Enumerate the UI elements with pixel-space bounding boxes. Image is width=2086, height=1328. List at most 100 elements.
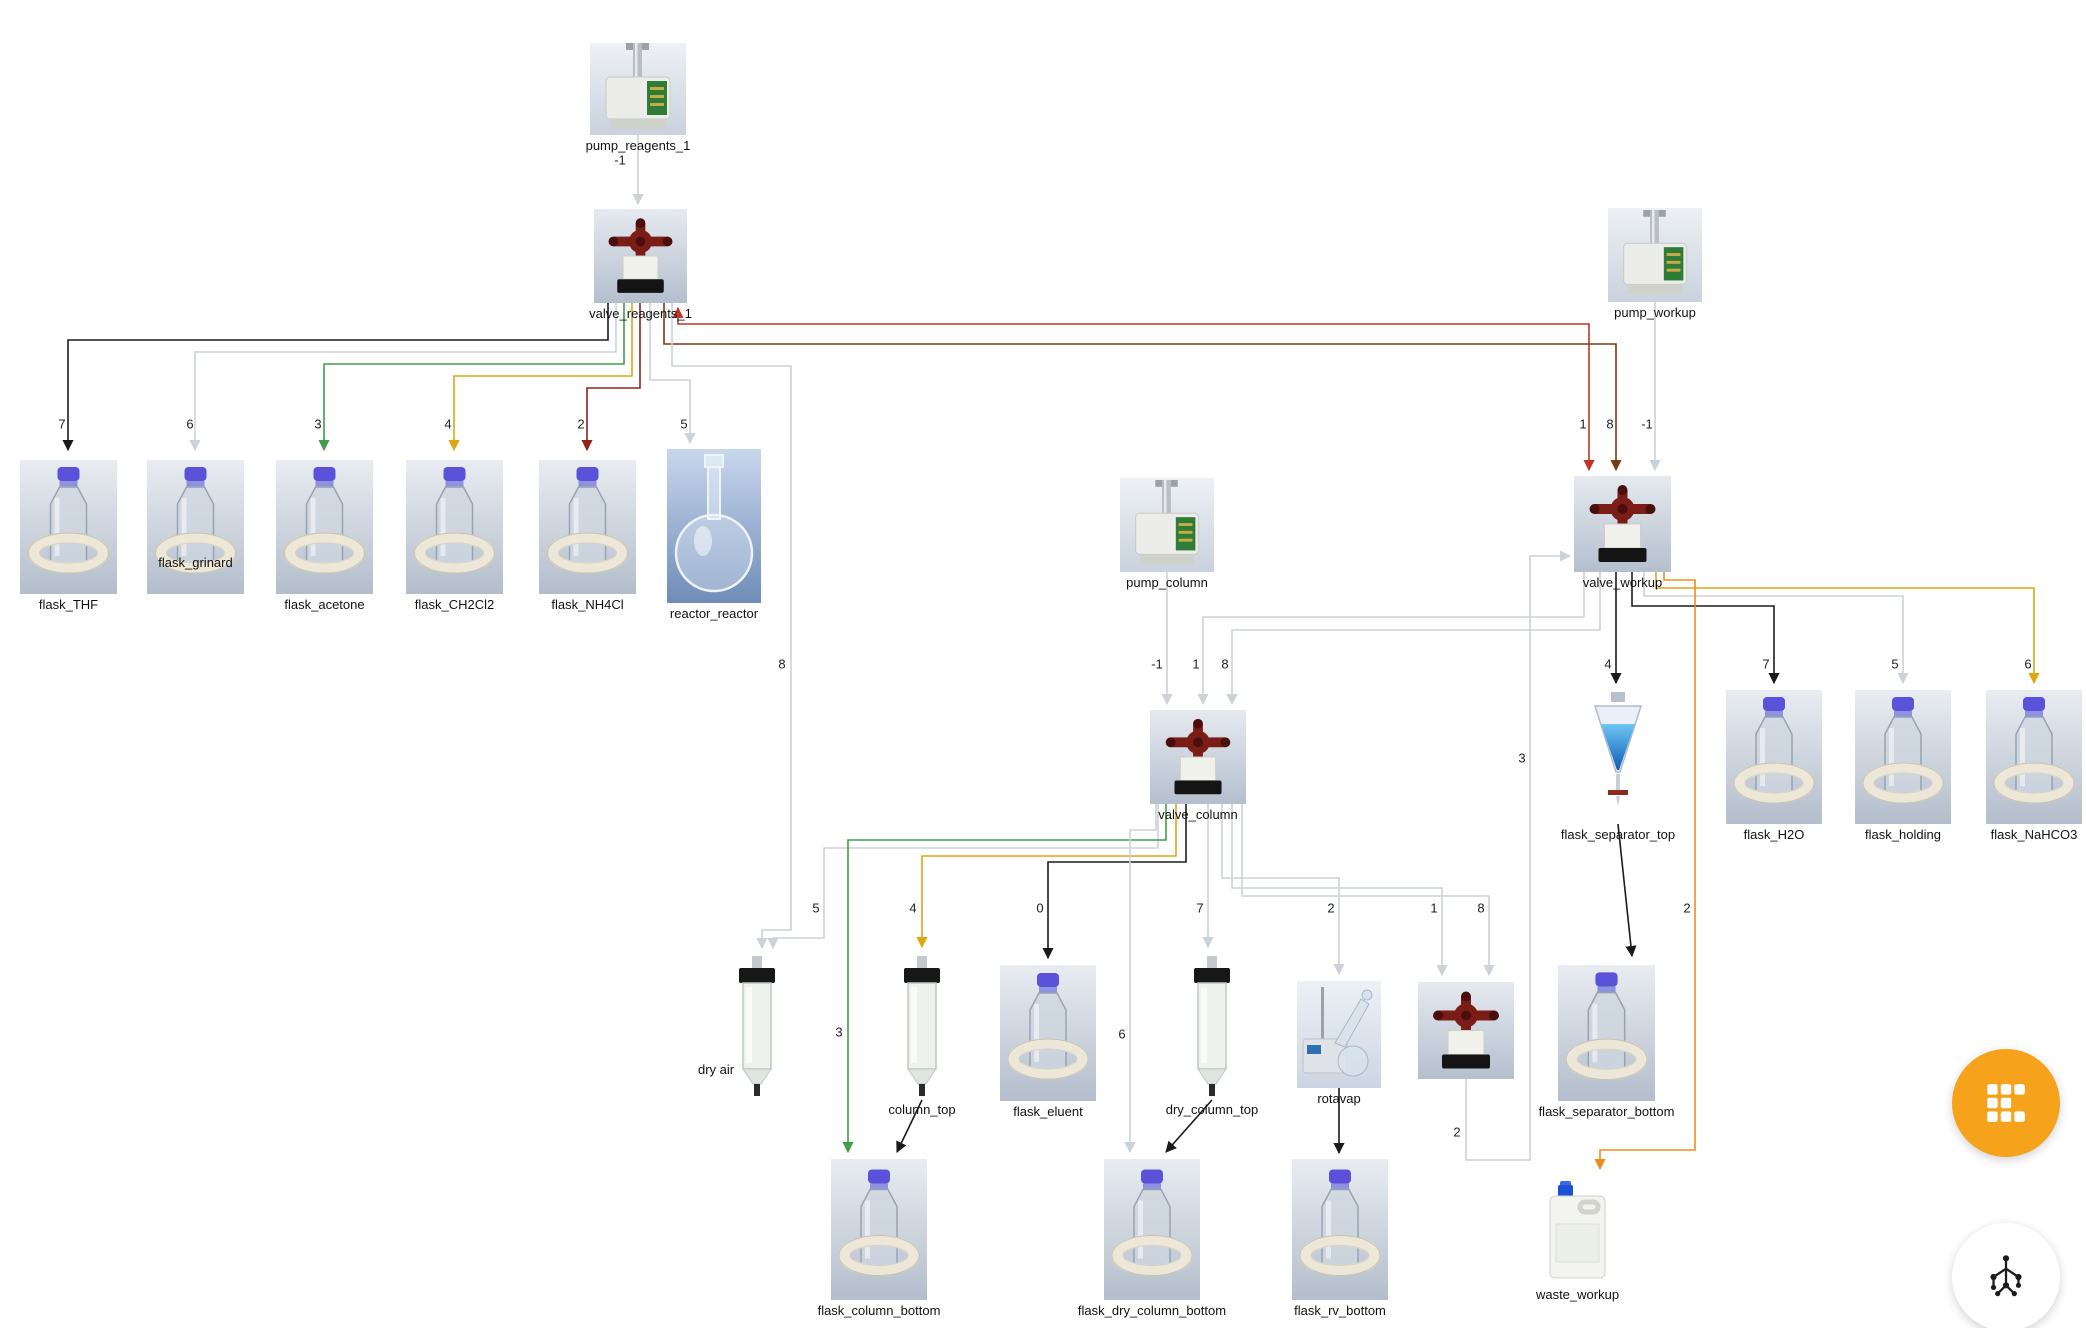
valve-icon bbox=[1150, 710, 1246, 804]
node-label: flask_CH2Cl2 bbox=[414, 597, 495, 612]
edge-valve_workup-waste_workup bbox=[1594, 572, 1696, 1171]
edge-port-label: 3 bbox=[314, 416, 322, 432]
node-valve_reagents_1[interactable]: valve_reagents_1 bbox=[589, 209, 692, 321]
node-label: flask_holding bbox=[1865, 827, 1941, 842]
edge-port-label: 3 bbox=[835, 1024, 843, 1040]
edge-port-label: 5 bbox=[680, 416, 688, 432]
node-flask_separator_bottom[interactable]: flask_separator_bottom bbox=[1539, 965, 1674, 1119]
node-flask_grinard[interactable]: flask_grinard bbox=[147, 460, 244, 594]
edge-valve_workup-flask_NaHCO3 bbox=[1655, 572, 2040, 685]
edge-flask_separator_top-flask_separator_bottom bbox=[1617, 823, 1637, 958]
edge-valve_column-valve_unlabeled-8 bbox=[1241, 804, 1495, 977]
edge-port-label: 5 bbox=[1891, 656, 1899, 672]
edge-port-label: 6 bbox=[186, 416, 194, 432]
column-cartridge-icon bbox=[1185, 954, 1239, 1099]
flask-icon bbox=[539, 460, 636, 594]
edge-port-label: 5 bbox=[812, 900, 820, 916]
flask-icon bbox=[276, 460, 373, 594]
edge-port-label: 4 bbox=[1604, 656, 1612, 672]
node-flask_NH4Cl[interactable]: flask_NH4Cl bbox=[539, 460, 636, 612]
edge-port-label: 2 bbox=[577, 416, 585, 432]
node-label: flask_H2O bbox=[1743, 827, 1805, 842]
node-valve_workup[interactable]: valve_workup bbox=[1574, 476, 1671, 590]
node-flask_dry_column_bottom[interactable]: flask_dry_column_bottom bbox=[1078, 1159, 1226, 1318]
node-valve_unlabeled[interactable] bbox=[1418, 982, 1514, 1079]
node-label: dry air bbox=[698, 1062, 735, 1077]
flask-icon bbox=[1000, 965, 1096, 1101]
edge-valve_workup-flask_holding bbox=[1643, 572, 1909, 685]
edge-dry_column_top-flask_dry_column_bottom bbox=[1165, 1099, 1213, 1153]
node-flask_NaHCO3[interactable]: flask_NaHCO3 bbox=[1986, 690, 2082, 842]
node-flask_separator_top[interactable]: flask_separator_top bbox=[1561, 690, 1675, 842]
assistant-fab-button[interactable] bbox=[1952, 1223, 2060, 1328]
flask-icon bbox=[1726, 690, 1822, 824]
edge-port-label: 2 bbox=[1453, 1124, 1461, 1140]
edge-valve_column-dry_air bbox=[767, 804, 1159, 950]
node-flask_CH2Cl2[interactable]: flask_CH2Cl2 bbox=[406, 460, 503, 612]
node-pump_reagents_1[interactable]: pump_reagents_1 bbox=[586, 43, 690, 153]
flask-icon bbox=[20, 460, 117, 594]
edge-port-label: 6 bbox=[2024, 656, 2032, 672]
edge-port-label: 3 bbox=[1518, 750, 1526, 766]
edge-column_top-flask_column_bottom bbox=[896, 1099, 923, 1154]
node-label: flask_grinard bbox=[158, 555, 233, 570]
edge-port-label: 1 bbox=[1192, 656, 1200, 672]
edge-port-label: -1 bbox=[614, 152, 626, 168]
pump-icon bbox=[1608, 208, 1702, 302]
edge-port-label: 4 bbox=[909, 900, 917, 916]
edge-valve_reagents_1-flask_CH2Cl2 bbox=[448, 303, 633, 452]
edge-valve_workup-valve_column-1 bbox=[1197, 572, 1585, 706]
edge-port-label: 1 bbox=[1579, 416, 1587, 432]
drying-cartridge-icon bbox=[730, 954, 784, 1099]
pump-icon bbox=[590, 43, 686, 135]
column-cartridge-icon bbox=[895, 954, 949, 1099]
valve-icon bbox=[1574, 476, 1671, 572]
node-label: pump_reagents_1 bbox=[585, 138, 691, 153]
node-flask_THF[interactable]: flask_THF bbox=[20, 460, 117, 612]
node-flask_H2O[interactable]: flask_H2O bbox=[1726, 690, 1822, 842]
node-pump_column[interactable]: pump_column bbox=[1120, 478, 1214, 590]
flask-icon bbox=[147, 460, 244, 594]
node-label: flask_acetone bbox=[284, 597, 365, 612]
node-flask_holding[interactable]: flask_holding bbox=[1855, 690, 1951, 842]
edge-valve_column-valve_unlabeled-1 bbox=[1231, 804, 1448, 977]
brain-icon bbox=[1990, 1255, 2022, 1297]
flask-icon bbox=[406, 460, 503, 594]
node-column_top[interactable]: column_top bbox=[888, 954, 956, 1117]
node-label: flask_dry_column_bottom bbox=[1077, 1303, 1227, 1318]
reactor-flask-icon bbox=[667, 449, 761, 603]
node-dry_column_top[interactable]: dry_column_top bbox=[1166, 954, 1258, 1117]
node-pump_workup[interactable]: pump_workup bbox=[1608, 208, 1702, 320]
flask-icon bbox=[831, 1159, 927, 1300]
edge-port-label: 2 bbox=[1327, 900, 1335, 916]
edge-port-label: 2 bbox=[1683, 900, 1691, 916]
flask-icon bbox=[1855, 690, 1951, 824]
node-waste_workup[interactable]: waste_workup bbox=[1536, 1176, 1619, 1302]
node-flask_rv_bottom[interactable]: flask_rv_bottom bbox=[1292, 1159, 1388, 1318]
node-label: flask_eluent bbox=[1013, 1104, 1083, 1119]
node-reactor_reactor[interactable]: reactor_reactor bbox=[667, 449, 761, 621]
node-label: dry_column_top bbox=[1165, 1102, 1259, 1117]
valve-icon bbox=[594, 209, 687, 303]
node-label: valve_column bbox=[1158, 807, 1238, 822]
node-label: flask_column_bottom bbox=[817, 1303, 941, 1318]
edge-port-label: 6 bbox=[1118, 1026, 1126, 1042]
node-label: valve_reagents_1 bbox=[589, 306, 692, 321]
edge-port-label: 8 bbox=[1221, 656, 1229, 672]
edge-valve_reagents_1-flask_grinard bbox=[189, 303, 617, 452]
node-rotavap[interactable]: rotavap bbox=[1297, 981, 1381, 1106]
pump-icon bbox=[1120, 478, 1214, 572]
edge-port-label: 8 bbox=[778, 656, 786, 672]
node-flask_column_bottom[interactable]: flask_column_bottom bbox=[818, 1159, 940, 1318]
node-dry_air[interactable]: dry air bbox=[698, 954, 784, 1099]
node-flask_eluent[interactable]: flask_eluent bbox=[1000, 965, 1096, 1119]
node-label: waste_workup bbox=[1535, 1287, 1620, 1302]
rotavap-icon bbox=[1297, 981, 1381, 1088]
node-flask_acetone[interactable]: flask_acetone bbox=[276, 460, 373, 612]
edge-valve_reagents_1-dry_air bbox=[671, 303, 792, 950]
apps-fab-button[interactable] bbox=[1952, 1049, 2060, 1157]
edge-valve_column-flask_column_bottom bbox=[842, 804, 1167, 1154]
node-valve_column[interactable]: valve_column bbox=[1150, 710, 1246, 822]
